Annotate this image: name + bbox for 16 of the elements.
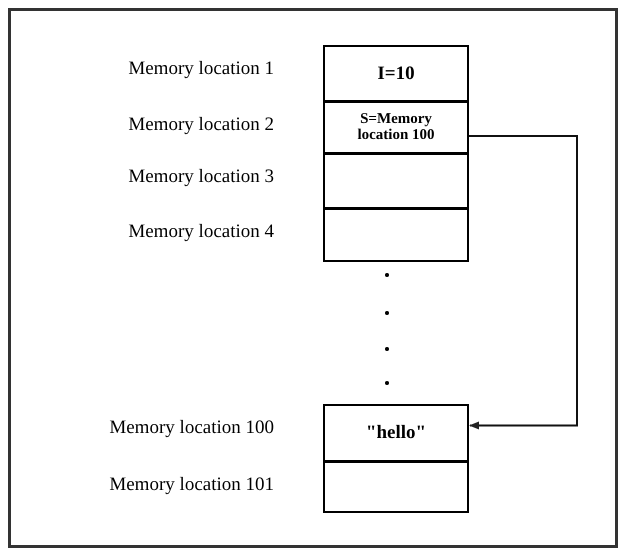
cell-value: "hello"	[364, 423, 428, 443]
cell-value: I=10	[376, 64, 416, 84]
memory-location-label: Memory location 2	[128, 115, 274, 134]
memory-location-label: Memory location 3	[128, 167, 274, 186]
memory-cell	[323, 45, 469, 102]
memory-location-label: Memory location 100	[109, 418, 274, 437]
cell-value: S=Memory location 100	[356, 112, 436, 144]
memory-location-label: Memory location 4	[128, 222, 274, 241]
memory-cell	[323, 208, 469, 262]
memory-cell	[323, 153, 469, 209]
pointer-arrow	[469, 134, 578, 430]
memory-cell	[323, 101, 469, 154]
memory-cell	[323, 404, 469, 462]
memory-cell	[323, 461, 469, 513]
memory-location-label: Memory location 1	[128, 59, 274, 78]
memory-location-label: Memory location 101	[109, 475, 274, 494]
